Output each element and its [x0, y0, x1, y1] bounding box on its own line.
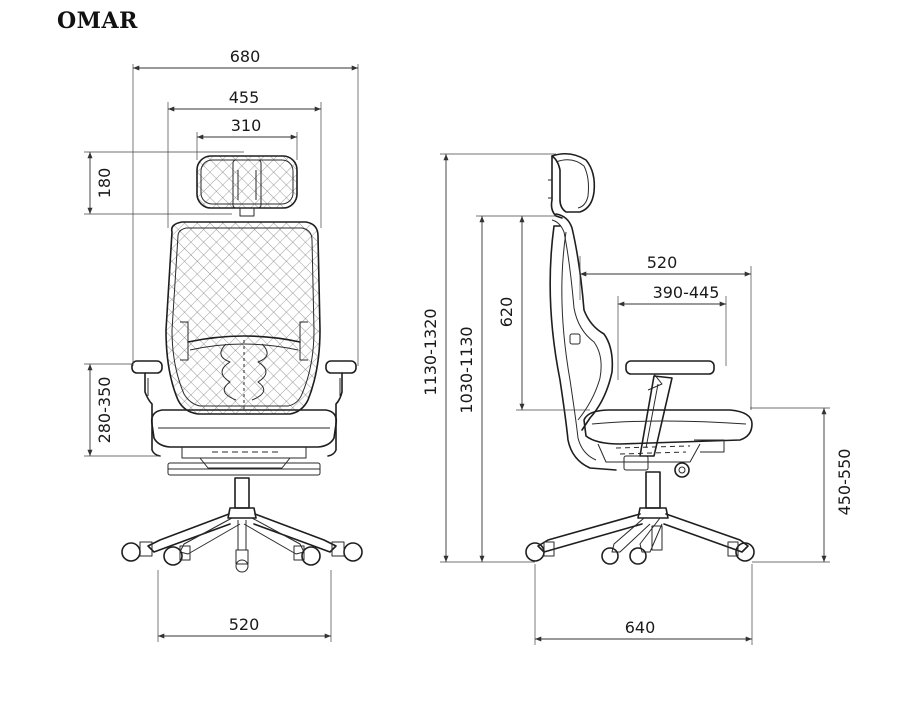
- dim-backrest-height: 620: [497, 297, 516, 328]
- dim-backrest-width: 455: [229, 88, 260, 107]
- side-headrest: [548, 152, 596, 219]
- front-base: [121, 477, 363, 573]
- dim-seat-depth-adjust: 390-445: [653, 283, 720, 302]
- side-view: [525, 152, 755, 565]
- front-armrests: [131, 360, 357, 457]
- dim-height-without-headrest: 1030-1130: [457, 326, 476, 413]
- dim-overall-width: 680: [230, 47, 261, 66]
- front-headrest: [196, 155, 298, 217]
- dim-seat-height: 450-550: [835, 449, 854, 516]
- side-backrest: [549, 213, 617, 471]
- side-seat: [583, 409, 753, 478]
- dim-overall-height: 1130-1320: [421, 308, 440, 395]
- side-base: [525, 471, 755, 565]
- front-seat: [150, 409, 338, 476]
- side-armrest: [625, 360, 715, 457]
- dim-seat-depth: 520: [647, 253, 678, 272]
- front-view: [121, 155, 363, 573]
- dim-headrest-width: 310: [231, 116, 262, 135]
- dim-base-depth: 640: [625, 618, 656, 637]
- dim-base-width: 520: [229, 615, 260, 634]
- dim-armrest-height: 280-350: [95, 377, 114, 444]
- product-title: OMAR: [57, 8, 138, 34]
- side-dimensions: 1130-1320 1030-1130 620 520 390-445 450-…: [421, 153, 854, 645]
- front-dimensions: 680 455 310 180 280-350 520: [84, 47, 359, 642]
- dim-headrest-height: 180: [95, 168, 114, 199]
- front-backrest: [165, 221, 321, 415]
